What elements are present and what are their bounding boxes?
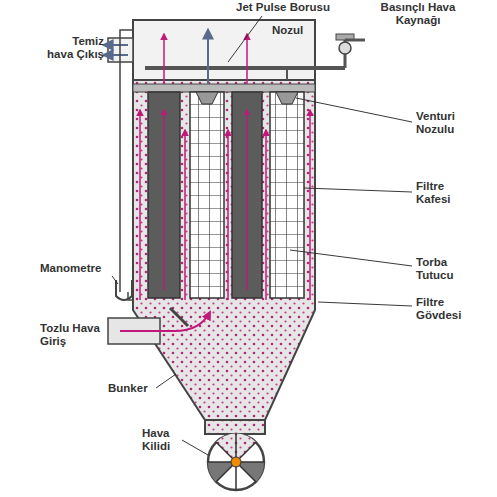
part-label: Basınçlı Hava Kaynağı xyxy=(368,1,468,27)
part-label: Torba Tutucu xyxy=(416,256,468,282)
part-label: Filtre Kafesi xyxy=(416,180,468,206)
part-label: Nozul xyxy=(272,24,303,37)
part-label: Filtre Gövdesi xyxy=(416,296,474,322)
part-label: Jet Pulse Borusu xyxy=(236,1,330,14)
part-label: Venturi Nozulu xyxy=(416,110,472,136)
part-label: Manometre xyxy=(40,262,101,275)
part-label: Hava Kilidi xyxy=(142,427,182,453)
part-label: Tozlu Hava Giriş xyxy=(40,322,106,348)
part-label: Temiz hava Çıkış xyxy=(44,35,104,61)
part-label: Bunker xyxy=(108,382,148,395)
